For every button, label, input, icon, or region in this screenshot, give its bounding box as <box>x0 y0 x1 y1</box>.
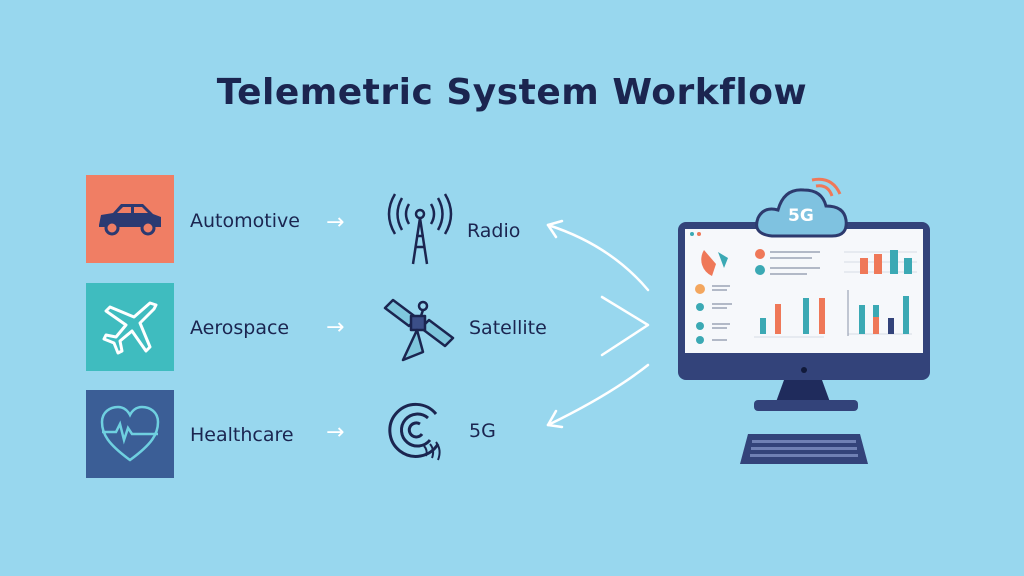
channel-label-satellite: Satellite <box>469 317 547 339</box>
satellite-icon <box>383 298 455 362</box>
arrow-chevron <box>600 295 650 357</box>
airplane-icon <box>102 301 158 355</box>
arrow-right-icon: → <box>326 210 345 235</box>
aerospace-tile <box>86 283 174 371</box>
source-label-healthcare: Healthcare <box>190 424 294 446</box>
5g-signal-icon <box>388 402 441 461</box>
arrow-right-icon: → <box>326 315 345 340</box>
radio-tower-icon <box>387 193 453 265</box>
return-arrows <box>546 219 650 429</box>
channel-label-5g: 5G <box>469 420 496 442</box>
channel-label-radio: Radio <box>467 220 521 242</box>
car-icon <box>99 204 161 236</box>
source-label-automotive: Automotive <box>190 210 300 232</box>
monitor-dashboard <box>678 177 930 464</box>
cloud-5g-label: 5G <box>788 206 814 226</box>
arrow-right-icon: → <box>326 420 345 445</box>
arrow-to-5g <box>546 363 650 427</box>
heart-pulse-icon <box>100 405 160 462</box>
automotive-tile <box>86 175 174 263</box>
healthcare-tile <box>86 390 174 478</box>
arrow-to-radio <box>546 223 650 292</box>
page-title: Telemetric System Workflow <box>216 72 808 113</box>
source-label-aerospace: Aerospace <box>190 317 290 339</box>
